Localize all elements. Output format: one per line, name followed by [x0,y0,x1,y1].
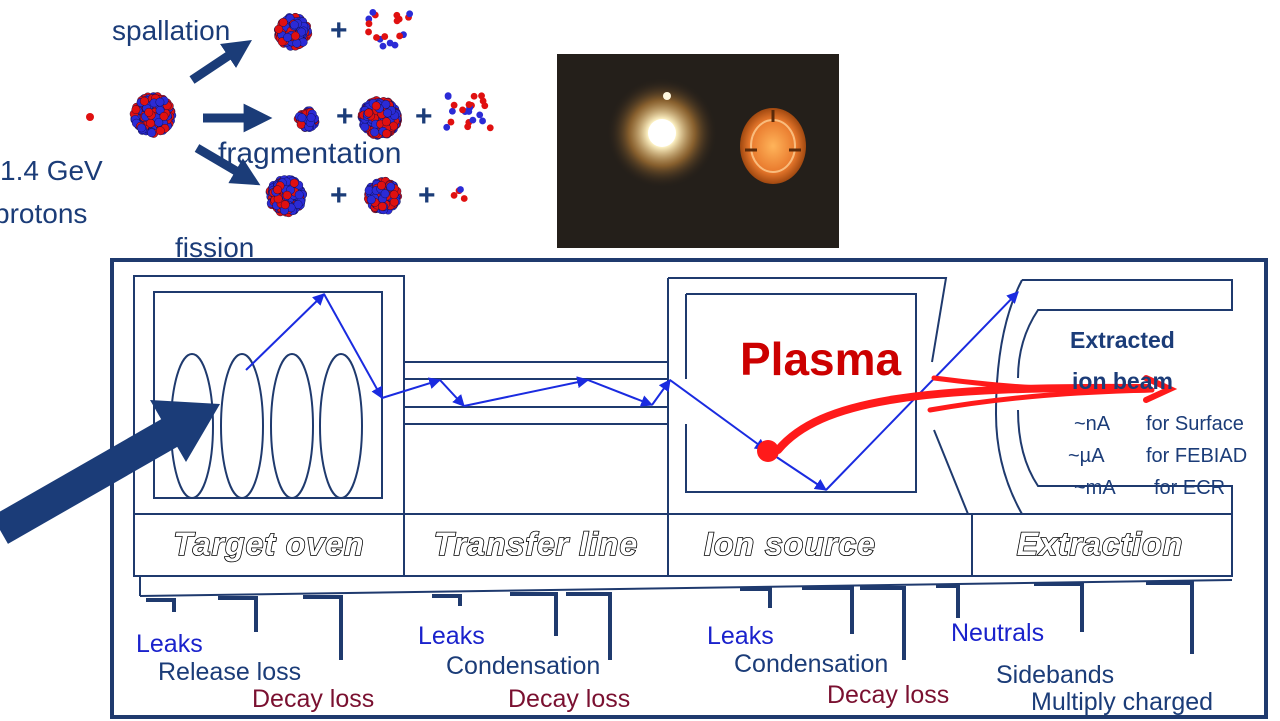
current-febiad-value: ~µA [1068,445,1105,467]
fragmentation-fragments [443,92,494,132]
loss-transfer-decay: Decay loss [508,685,630,713]
reaction-schematic: spallation fragmentation fission 1.4 GeV… [0,8,494,263]
plus-sign: + [330,179,348,212]
loss-ionsource-leaks: Leaks [707,622,774,650]
plus-signs: + + + + + [330,14,436,212]
loss-transfer-condensation: Condensation [446,652,600,680]
stage-extraction: Extraction [1017,526,1183,562]
stage-label-bar [133,513,1233,597]
extracted-beam [774,375,1178,454]
plus-sign: + [415,100,433,133]
current-ecr-value: ~mA [1074,477,1116,499]
fragmentation-label: fragmentation [218,137,401,170]
fragmentation-large-nucleus [357,96,402,140]
particle-path [245,291,1019,491]
plus-sign: + [330,14,348,47]
transfer-line [404,361,668,425]
loss-brackets [146,581,1194,660]
proton-dot [86,113,94,121]
stage-transfer-line: Transfer line [434,526,638,562]
loss-target-decay: Decay loss [252,685,374,713]
fission-arrow [194,144,261,186]
nuclei-group [129,8,494,218]
plasma-label: Plasma [740,333,902,385]
loss-target-leaks: Leaks [136,630,203,658]
loss-extraction-multiply: Multiply charged [1031,688,1213,716]
extracted-beam-label: Extracted ion beam [1070,327,1181,394]
current-febiad-label: for FEBIAD [1146,445,1247,467]
extraction-electrode [994,279,1233,515]
target-nucleus [129,92,177,138]
fission-fragment-medium [363,176,403,215]
stage-target-oven: Target oven [173,526,364,562]
spallation-label: spallation [112,15,230,46]
loss-transfer-leaks: Leaks [418,622,485,650]
spallation-fragments [365,8,414,50]
spallation-residue-nucleus [273,13,313,51]
projectile-label: 1.4 GeV protons [0,155,111,229]
loss-ionsource-condensation: Condensation [734,650,888,678]
plus-sign: + [418,179,436,212]
loss-extraction-sidebands: Sidebands [996,661,1114,689]
target-oven [133,275,405,515]
proton-beam-arrow [0,400,220,544]
loss-extraction-neutrals: Neutrals [951,619,1044,647]
current-surface-label: for Surface [1146,413,1244,435]
loss-labels: Leaks Release loss Decay loss Leaks Cond… [136,619,1213,716]
plus-sign: + [336,100,354,133]
beam-current-list: ~nA for Surface ~µA for FEBIAD ~mA for E… [1068,413,1247,499]
current-ecr-label: for ECR [1154,477,1225,499]
current-surface-value: ~nA [1074,413,1111,435]
fission-label: fission [175,232,254,263]
ionization-point [757,440,779,462]
fission-light-fragments [450,186,468,202]
main-frame [110,258,1268,719]
fragmentation-small-nucleus [293,106,320,132]
fission-fragment-large [265,175,307,218]
loss-ionsource-decay: Decay loss [827,681,949,709]
ion-source-photo [557,54,839,248]
loss-target-release: Release loss [158,658,301,686]
spallation-arrow [189,40,252,84]
stage-ion-source: Ion source [704,526,876,562]
